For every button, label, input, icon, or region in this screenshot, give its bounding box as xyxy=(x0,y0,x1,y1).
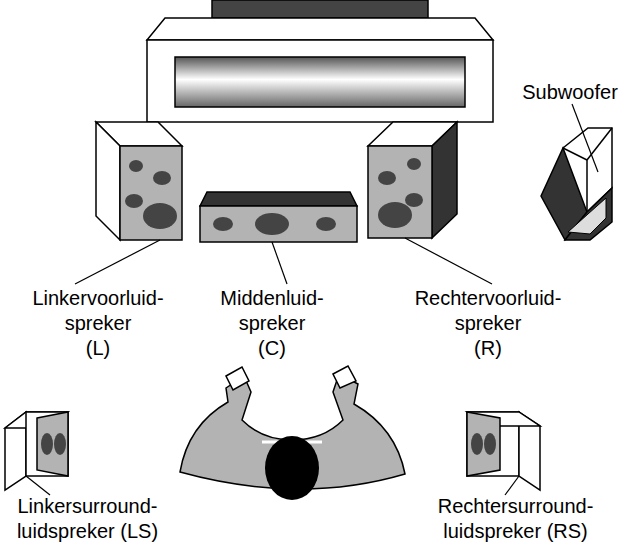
driver xyxy=(407,158,421,170)
tv-back xyxy=(212,0,428,18)
speaker-front xyxy=(200,206,357,242)
speaker-side xyxy=(432,122,457,238)
driver xyxy=(316,217,336,231)
driver xyxy=(378,202,412,228)
tv-front xyxy=(147,40,493,122)
leader-line xyxy=(272,242,287,284)
listener-hand xyxy=(333,366,356,388)
left-front-speaker xyxy=(96,122,182,240)
driver xyxy=(484,433,496,455)
speaker-top xyxy=(200,192,357,206)
tv-screen xyxy=(175,57,465,107)
speaker-label: Linkersurround- luidspreker (LS) xyxy=(0,494,175,544)
driver xyxy=(125,194,143,208)
edge-line xyxy=(563,148,587,160)
driver xyxy=(213,217,233,231)
leader-line xyxy=(75,240,160,284)
speaker-front xyxy=(120,146,182,240)
leader-line xyxy=(26,476,50,495)
driver xyxy=(378,171,396,185)
edge-line xyxy=(586,160,588,212)
driver xyxy=(405,193,423,207)
speaker-side xyxy=(96,122,120,240)
driver xyxy=(41,433,53,455)
driver xyxy=(471,433,483,455)
speaker-label: Subwoofer xyxy=(500,80,637,105)
left-surround-speaker xyxy=(5,412,68,490)
driver xyxy=(129,160,143,172)
driver xyxy=(255,213,289,235)
speaker-label: Linkervoorluid- spreker (L) xyxy=(18,286,178,361)
driver xyxy=(54,433,66,455)
leader-line xyxy=(405,238,492,284)
right-surround-speaker xyxy=(467,412,540,490)
speaker-label: Rechtervoorluid- spreker (R) xyxy=(408,286,568,361)
television xyxy=(147,0,493,122)
listener-head xyxy=(265,436,319,500)
center-speaker xyxy=(200,192,357,242)
driver xyxy=(143,203,177,229)
leader-line xyxy=(505,476,519,495)
subwoofer xyxy=(541,128,612,240)
speaker-label: Middenluid- spreker (C) xyxy=(192,286,352,361)
speaker-box xyxy=(26,412,68,476)
speaker-label: Rechtersurround- luidspreker (RS) xyxy=(428,494,603,544)
speaker-front xyxy=(368,146,432,238)
edge-line xyxy=(587,128,612,160)
speaker-front xyxy=(37,412,68,476)
listener xyxy=(180,366,405,500)
right-front-speaker xyxy=(368,122,457,238)
driver xyxy=(153,171,171,185)
listener-hand xyxy=(226,367,249,390)
speaker-front xyxy=(467,412,500,476)
subwoofer-bottom xyxy=(565,188,612,240)
leader-line xyxy=(572,104,598,172)
tv-top xyxy=(147,18,493,40)
